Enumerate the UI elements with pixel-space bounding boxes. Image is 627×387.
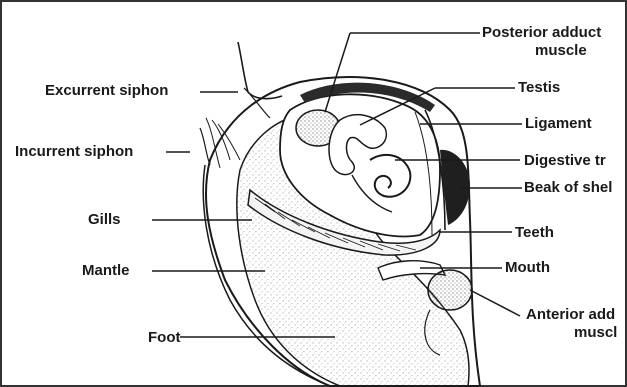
anterior-adductor-muscle bbox=[428, 270, 472, 310]
label-posterior-adductor-line2: muscle bbox=[535, 43, 587, 58]
label-foot: Foot bbox=[148, 330, 180, 345]
label-gills: Gills bbox=[88, 212, 121, 227]
label-mouth: Mouth bbox=[505, 260, 550, 275]
label-digestive-tract: Digestive tr bbox=[524, 153, 606, 168]
label-mantle: Mantle bbox=[82, 263, 130, 278]
label-teeth: Teeth bbox=[515, 225, 554, 240]
label-ligament: Ligament bbox=[525, 116, 592, 131]
incurrent-siphon bbox=[206, 118, 240, 168]
label-incurrent-siphon: Incurrent siphon bbox=[15, 144, 133, 159]
label-anterior-adductor-line1: Anterior add bbox=[526, 307, 615, 322]
label-testis: Testis bbox=[518, 80, 560, 95]
label-anterior-adductor-line2: muscl bbox=[574, 325, 617, 340]
label-excurrent-siphon: Excurrent siphon bbox=[45, 83, 168, 98]
label-beak-of-shell: Beak of shel bbox=[524, 180, 612, 195]
label-posterior-adductor-line1: Posterior adduct bbox=[482, 25, 601, 40]
